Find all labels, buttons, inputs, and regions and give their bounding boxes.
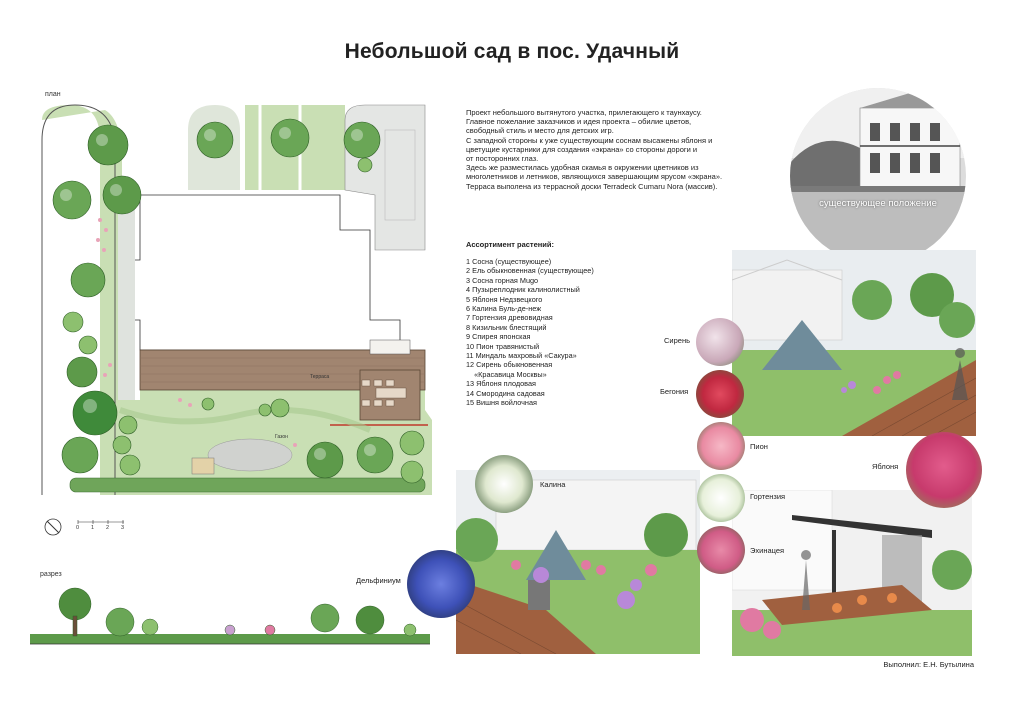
siren-photo — [696, 318, 744, 366]
compass-icon — [44, 518, 62, 536]
bottom-hedge — [69, 477, 426, 493]
compass-scale — [44, 518, 124, 536]
plant-item: «Красавица Москвы» — [466, 369, 547, 379]
desc-line: Терраса выполена из террасной доски Terr… — [466, 181, 718, 191]
perspective-pergola-view — [732, 490, 972, 656]
kalina-photo — [475, 455, 533, 513]
plant-item: 15 Вишня войлочная — [466, 398, 537, 408]
desc-line: С западной стороны к уже существующим со… — [466, 135, 713, 145]
ekhinatsiya-label: Эхинацея — [750, 546, 785, 555]
desc-line: от посторонних глаз. — [466, 154, 539, 164]
yablonya-label: Яблоня — [872, 462, 899, 471]
plant-item: 9 Спирея японская — [466, 332, 531, 342]
plant-item: 4 Пузыреплодник калинолистный — [466, 285, 580, 295]
section-view — [30, 587, 430, 645]
plan-label: план — [45, 91, 61, 98]
lawn-label: Газон — [275, 434, 288, 440]
terrace-label: Терраса — [310, 374, 329, 380]
scale-1: 1 — [91, 525, 95, 531]
plant-item: 6 Калина Буль-де-неж — [466, 304, 542, 314]
desc-line: Здесь же разместилась удобная скамья в о… — [466, 163, 699, 173]
begonia-label: Бегония — [660, 387, 689, 396]
page-title: Небольшой сад в пос. Удачный — [344, 40, 680, 63]
desc-line: свободный стиль и место для детских игр. — [466, 126, 614, 136]
plant-item: 3 Сосна горная Mugo — [466, 275, 539, 285]
plant-item: 14 Смородина садовая — [466, 388, 545, 398]
desc-line: Главное пожелание заказчиков и идея прое… — [466, 117, 692, 127]
plant-item: 10 Пион травянистый — [466, 341, 540, 351]
yablonya-photo — [906, 432, 982, 508]
plant-item: 11 Миндаль махровый «Сакура» — [466, 351, 577, 361]
plant-item: 7 Гортензия древовидная — [466, 313, 553, 323]
assortment-title: Ассортимент растений: — [466, 240, 555, 249]
scale-2: 2 — [106, 525, 110, 531]
desc-line: многолетников и летников, являющихся зав… — [466, 172, 723, 182]
scale-3: 3 — [121, 525, 125, 531]
gortenziya-label: Гортензия — [750, 492, 786, 501]
perspective-terrace-view — [732, 250, 976, 436]
desc-line: цветущие кустарники для создания «экрана… — [466, 144, 698, 154]
ekhinatsiya-photo — [697, 526, 745, 574]
desc-line: Проект небольшого вытянутого участка, пр… — [466, 108, 702, 117]
site-plan: Терраса Газон — [41, 104, 432, 495]
plant-list: 1 Сосна (существующее) 2 Ель обыкновенна… — [466, 257, 594, 408]
pion-label: Пион — [750, 442, 768, 451]
house-footprint — [124, 194, 401, 351]
plant-item: 2 Ель обыкновенная (существующее) — [466, 266, 594, 276]
pion-photo — [697, 422, 745, 470]
plant-item: 8 Кизильник блестящий — [466, 322, 547, 332]
siren-label: Сирень — [664, 336, 690, 345]
delfinium-photo — [407, 550, 475, 618]
scale-0: 0 — [76, 525, 80, 531]
plant-item: 1 Сосна (существующее) — [466, 257, 552, 266]
plant-item: 13 Яблоня плодовая — [466, 379, 536, 389]
delfinium-label: Дельфиниум — [356, 576, 401, 585]
existing-label: существующее положение — [819, 198, 937, 209]
author-credit: Выполнил: Е.Н. Бутылина — [883, 660, 974, 669]
plant-item: 5 Яблоня Недзвецкого — [466, 294, 543, 304]
section-label: разрез — [40, 571, 62, 578]
gortenziya-photo — [697, 474, 745, 522]
project-description: Проект небольшого вытянутого участка, пр… — [466, 108, 766, 191]
plant-item: 12 Сирень обыкновенная — [466, 360, 553, 370]
kalina-label: Калина — [540, 480, 566, 489]
begonia-photo — [696, 370, 744, 418]
existing-photo: существующее положение — [790, 88, 966, 264]
